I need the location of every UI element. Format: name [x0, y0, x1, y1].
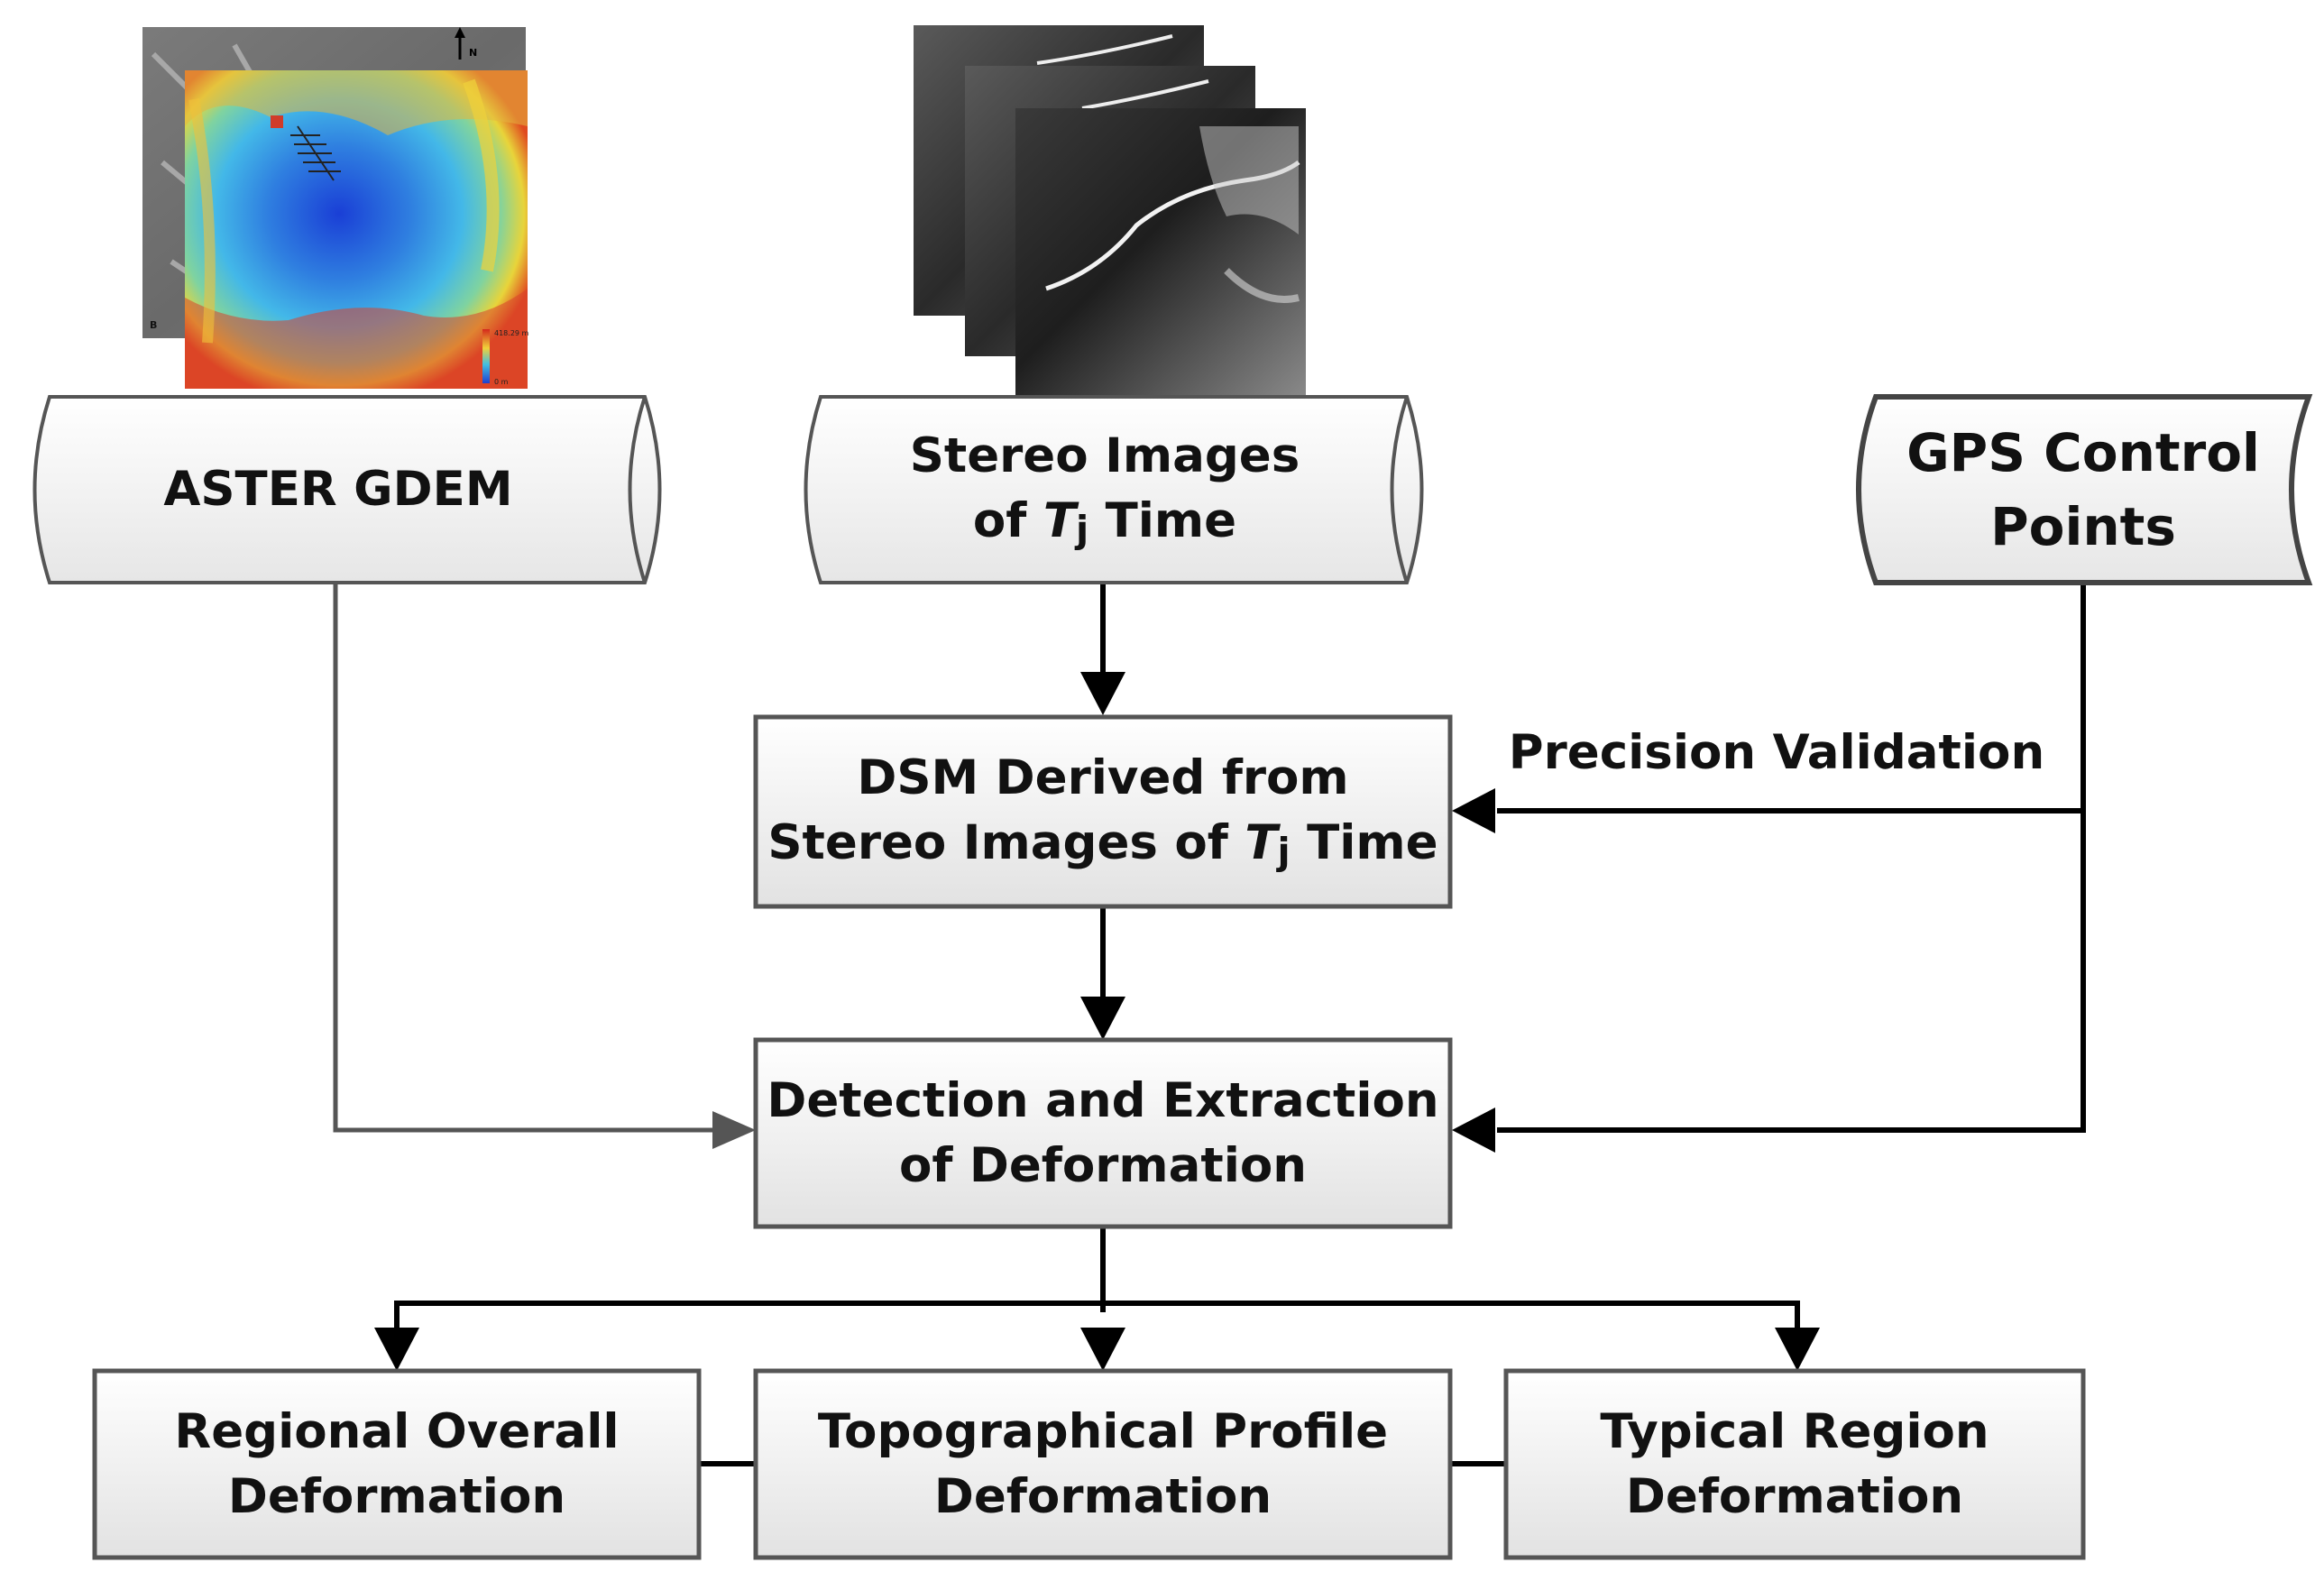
regional-box — [92, 1368, 702, 1560]
panel-label: B — [150, 319, 157, 331]
connector-output-bus — [394, 1301, 1800, 1330]
arrowhead-gps-to-dsm — [1452, 788, 1495, 833]
dem-map-thumbnail: N B 418.29 m 0 m — [142, 27, 529, 389]
arrowhead-to-typical — [1775, 1328, 1820, 1371]
detection-box — [753, 1037, 1453, 1229]
dsm-derived-box — [753, 714, 1453, 909]
arrowhead-aster-to-detection — [712, 1111, 756, 1149]
arrowhead-to-profile — [1080, 1328, 1125, 1371]
arrowhead-gps-to-detection — [1452, 1108, 1495, 1153]
typical-box — [1503, 1368, 2086, 1560]
connector-aster-to-detection — [333, 582, 739, 1133]
arrowhead-dsm-to-detection — [1080, 997, 1125, 1040]
gps-control-points-node — [1856, 394, 2313, 585]
stereo-image-stack-thumbnail — [914, 25, 1306, 399]
legend-max-label: 418.29 m — [494, 329, 529, 337]
arrowhead-to-regional — [374, 1328, 419, 1371]
connector-gps-to-detection — [1497, 584, 2086, 1133]
legend-min-label: 0 m — [494, 378, 509, 386]
arrowhead-stereo-to-dsm — [1080, 672, 1125, 715]
aster-gdem-node — [32, 395, 662, 584]
stereo-images-node — [804, 395, 1424, 584]
profile-box — [753, 1368, 1453, 1560]
elevation-legend-bar — [482, 329, 490, 383]
north-label: N — [469, 47, 477, 59]
